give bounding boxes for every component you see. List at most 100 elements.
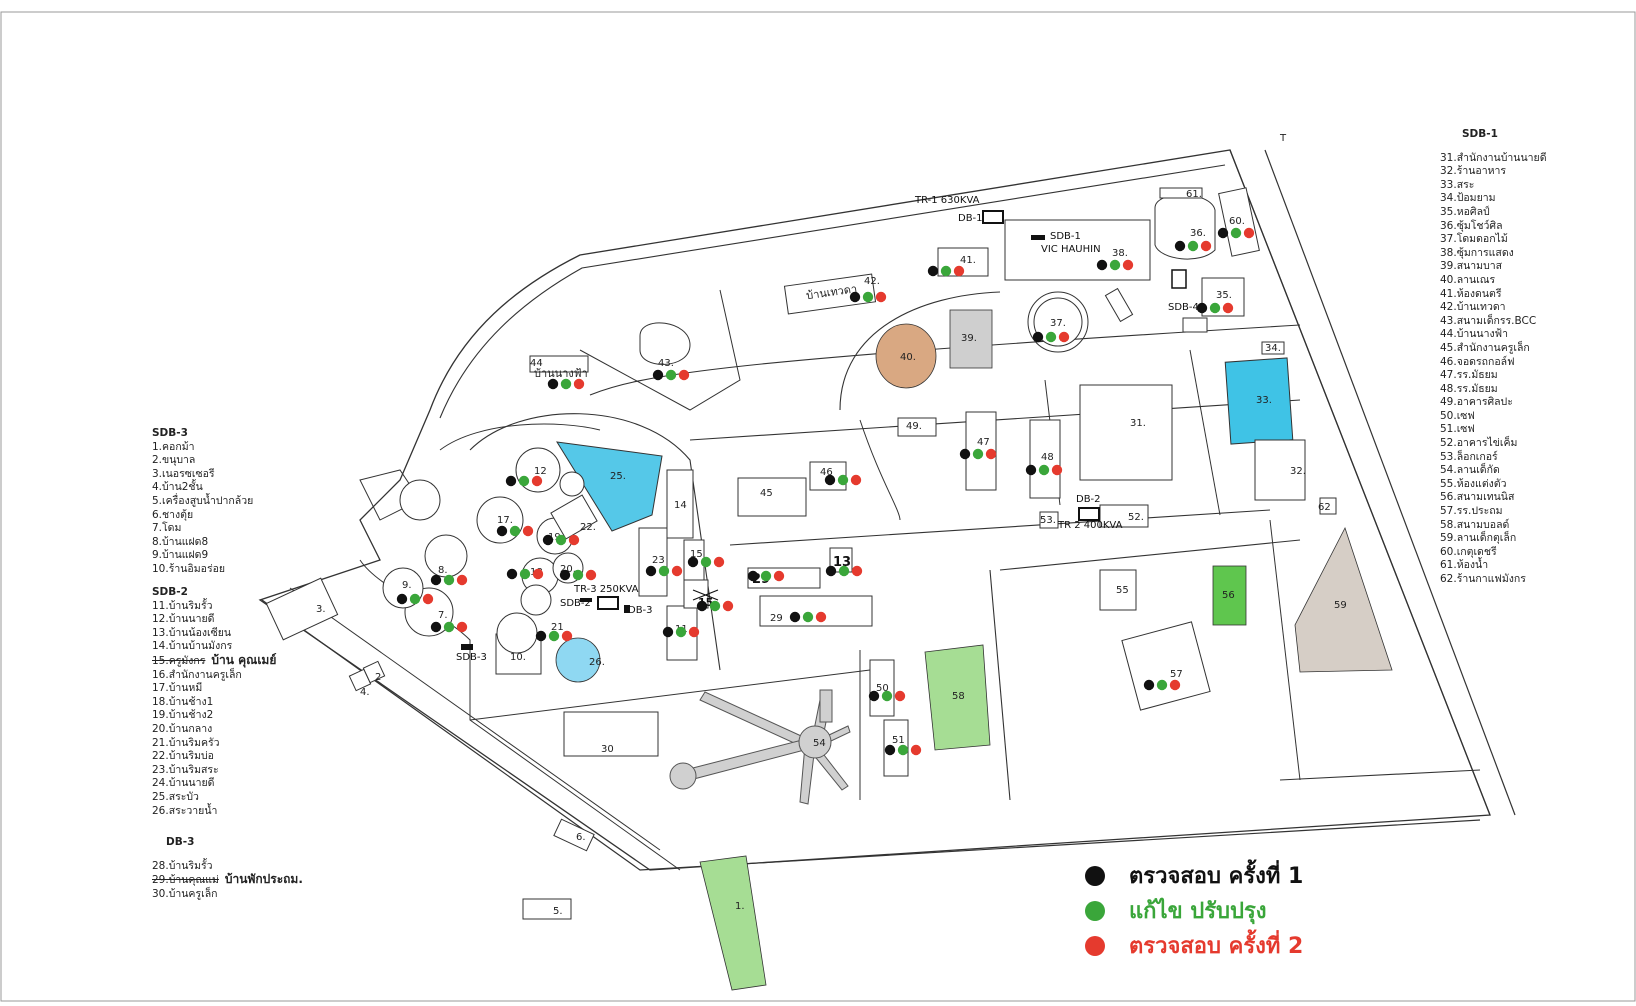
dot-inspect1 — [1032, 331, 1044, 343]
label-61: 61. — [1186, 189, 1202, 200]
legend-inspect1: ตรวจสอบ ครั้งที่ 1 — [1085, 858, 1303, 893]
dot-inspect2 — [456, 574, 468, 586]
road-loop — [439, 423, 601, 451]
inlet — [579, 289, 741, 411]
dot-inspect2 — [1222, 302, 1234, 314]
label-2: 2 — [375, 672, 381, 683]
list-item: 50.เซฟ — [1440, 410, 1547, 424]
list-item-text: 3.เนอรซเซอรี — [152, 467, 215, 480]
list-item: 23.บ้านริมสระ — [152, 764, 276, 778]
list-item-text: 17.บ้านหมี — [152, 682, 203, 695]
list-item-text: 25.สระบัว — [152, 790, 199, 803]
label-48: 48 — [1041, 452, 1054, 463]
label-db1: DB-1 — [958, 213, 983, 224]
label-7: 7. — [438, 610, 448, 621]
dot-inspect2 — [850, 474, 862, 486]
dot-fix — [802, 611, 814, 623]
list-item: 14.บ้านบ้านมังกร — [152, 640, 276, 654]
legend-fix-label: แก้ไข ปรับปรุง — [1129, 899, 1267, 924]
dot-inspect1 — [696, 600, 708, 612]
dot-inspect2 — [585, 569, 597, 581]
list-item-text: 58.สนามบอลด์ — [1440, 518, 1510, 531]
list-item-text: 4.บ้าน2ชั้น — [152, 481, 203, 494]
dot-inspect2 — [1051, 464, 1063, 476]
list-item-text: 33.สระ — [1440, 178, 1475, 191]
dot-inspect1 — [747, 570, 759, 582]
label-50: 50 — [876, 683, 889, 694]
dot-inspect2 — [1058, 331, 1070, 343]
area-1-stable — [699, 855, 767, 991]
dot-inspect1 — [825, 565, 837, 577]
list-item-text: 43.สนามเด็กรร.BCC — [1440, 314, 1537, 327]
street-edge — [1264, 149, 1516, 816]
list-item: 56.สนามเทนนิส — [1440, 491, 1547, 505]
label-5: 5. — [553, 906, 563, 917]
label-40: 40. — [900, 352, 916, 363]
label-6: 6. — [576, 832, 586, 843]
dot-inspect1 — [652, 369, 664, 381]
road — [989, 569, 1011, 801]
list-item: 33.สระ — [1440, 179, 1547, 193]
list-item-text: 48.รร.มัธยม — [1440, 382, 1498, 395]
legend-fix: แก้ไข ปรับปรุง — [1085, 893, 1267, 928]
list-item: 8.บ้านแฝด8 — [152, 536, 253, 550]
label-36: 36. — [1190, 228, 1206, 239]
dot-inspect2 — [722, 600, 734, 612]
label-db2: DB-2 — [1076, 494, 1101, 505]
dot-fix — [700, 556, 712, 568]
bottom-edge — [261, 599, 1481, 871]
label-54: 54 — [813, 738, 826, 749]
label-1: 1. — [735, 901, 745, 912]
dot-fix — [1230, 227, 1242, 239]
list-item-text: 13.บ้านน้องเซียน — [152, 626, 232, 639]
list-item-text: 6.ชางตุ้ย — [152, 508, 194, 521]
list-sdb3-header: SDB-3 — [152, 427, 188, 439]
list-item-text: 20.บ้านกลาง — [152, 722, 213, 735]
label-8: 8. — [438, 565, 448, 576]
dot-inspect1 — [824, 474, 836, 486]
label-29: 29 — [770, 613, 783, 624]
list-item-text: 2.ขนุบาล — [152, 454, 196, 467]
list-item: 31.สำนักงานบ้านนายดี — [1440, 152, 1547, 166]
road — [1269, 519, 1301, 781]
dot-fix — [862, 291, 874, 303]
list-item: 38.ซุ้มการแสดง — [1440, 247, 1547, 261]
handwritten-note: บ้าน คุณเมย์ — [211, 652, 277, 667]
list-item-text: 5.เครื่องสูบน้ำปากล้วย — [152, 494, 254, 507]
list-item: 6.ชางตุ้ย — [152, 509, 253, 523]
list-item: 13.บ้านน้องเซียน — [152, 627, 276, 641]
area-58-field — [924, 644, 991, 751]
dot-inspect1 — [506, 568, 518, 580]
label-tr2: TR 2 400KVA — [1057, 520, 1123, 531]
label-37: 37. — [1050, 318, 1066, 329]
list-item-text: 35.หอศิลป์ — [1440, 205, 1490, 218]
label-sdb2: SDB-2 — [560, 598, 591, 609]
label-42: 42. — [864, 276, 880, 287]
label-30: 30 — [601, 744, 614, 755]
list-item: 32.ร้านอาหาร — [1440, 165, 1547, 179]
list-item-text: 38.ซุ้มการแสดง — [1440, 246, 1514, 259]
label-43: 43. — [658, 358, 674, 369]
list-item-text: 37.โดมดอกไม้ — [1440, 233, 1508, 246]
label-57: 57 — [1170, 669, 1183, 680]
dot-inspect2 — [1243, 227, 1255, 239]
label-4: 4. — [360, 687, 370, 698]
label-49: 49. — [906, 421, 922, 432]
list-item-text: 28.บ้านริมรั้ว — [152, 859, 213, 872]
dot-inspect2 — [422, 593, 434, 605]
hand-13: 13 — [833, 555, 851, 570]
list-sdb2-header: SDB-2 — [152, 586, 188, 598]
list-item-text: 56.สนามเทนนิส — [1440, 491, 1515, 504]
list-item-text: 7.โดม — [152, 522, 182, 535]
dot-inspect2 — [561, 630, 573, 642]
list-item-text: 10.ร้านอิมอร่อย — [152, 562, 226, 575]
electrical-labels: TR-1 630KVA DB-1 SDB-1 VIC HAUHIN SDB-4 … — [456, 195, 1199, 663]
dot-fix — [509, 525, 521, 537]
list-item: 5.เครื่องสูบน้ำปากล้วย — [152, 495, 253, 509]
list-item: 62.ร้านกาแฟมังกร — [1440, 573, 1547, 587]
list-item: 9.บ้านแฝด9 — [152, 549, 253, 563]
list-item: 26.สระวายน้ำ — [152, 805, 276, 819]
dot-inspect1 — [1096, 259, 1108, 271]
